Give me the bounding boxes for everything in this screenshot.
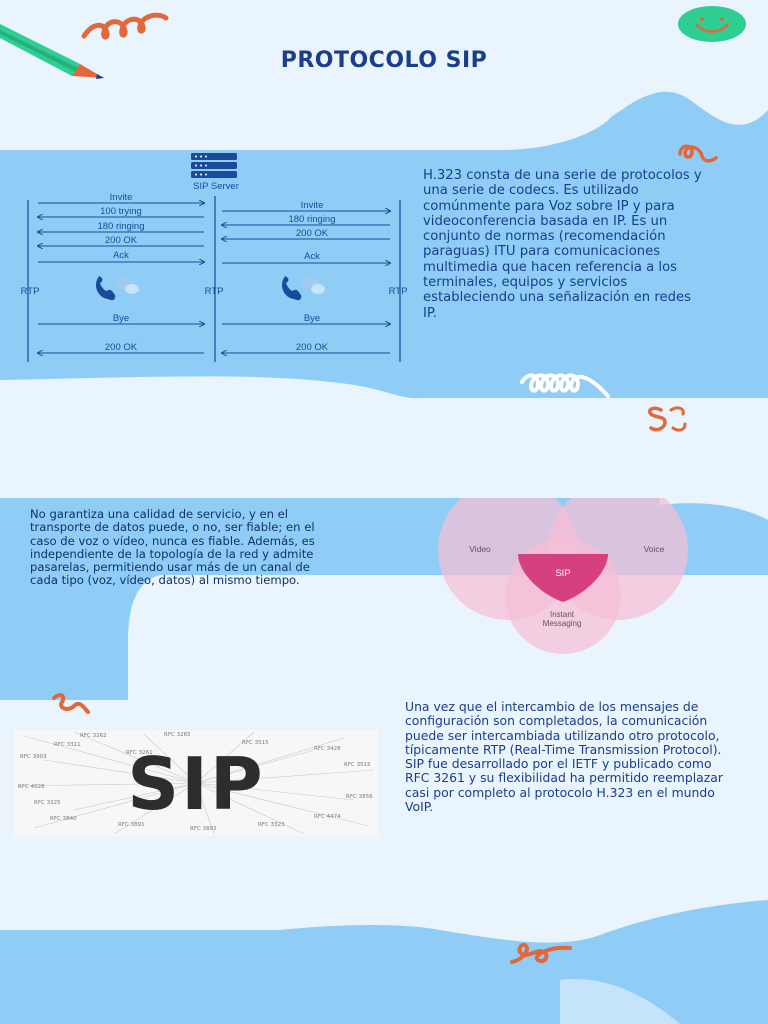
squiggle-decoration xyxy=(510,943,572,964)
venn-im-label-2: Messaging xyxy=(543,619,582,628)
phone-icon xyxy=(282,276,325,301)
msg-200-ok-left: 200 OK xyxy=(105,235,138,246)
msg-invite-left: Invite xyxy=(110,192,133,203)
squiggle-decoration xyxy=(678,144,718,163)
msg-100-trying: 100 trying xyxy=(100,206,142,217)
rfc-label: RFC 3428 xyxy=(314,746,341,752)
msg-200-ok-bye-left: 200 OK xyxy=(105,342,138,353)
msg-ack-left: Ack xyxy=(113,250,129,261)
venn-video-label: Video xyxy=(469,544,491,554)
msg-bye-left: Bye xyxy=(113,313,129,324)
rtp-label-center: RTP xyxy=(205,286,224,297)
rfc-label: RFC 3262 xyxy=(80,733,107,739)
pencil-icon xyxy=(0,24,104,79)
rfc-label: RFC 3515 xyxy=(242,740,269,746)
sip-venn-diagram: Video Voice Instant Messaging SIP xyxy=(438,498,688,654)
rfc-label: RFC 4474 xyxy=(314,814,341,820)
msg-180-ringing-left: 180 ringing xyxy=(97,221,144,232)
sip-server-label: SIP Server xyxy=(193,181,239,192)
squiggle-decoration xyxy=(52,693,90,714)
msg-ack-right: Ack xyxy=(304,251,320,262)
paragraph-h323: H.323 consta de una serie de protocolos … xyxy=(423,168,702,321)
rfc-label: RFC 3891 xyxy=(118,822,145,828)
sip-rfc-image: RFC 3262 RFC 3265 RFC 3311 RFC 3515 RFC … xyxy=(14,730,378,836)
sip-big-text: SIP xyxy=(127,742,265,826)
venn-sip-label: SIP xyxy=(555,568,570,579)
rfc-label: RFC 3840 xyxy=(50,816,77,822)
sip-server-icon xyxy=(191,153,237,178)
rfc-label: RFC 3311 xyxy=(54,742,81,748)
msg-200-ok-right: 200 OK xyxy=(296,228,329,239)
paragraph-qos: No garantiza una calidad de servicio, y … xyxy=(30,507,315,588)
page-title: PROTOCOLO SIP xyxy=(280,48,488,73)
venn-im-label-1: Instant xyxy=(550,610,575,619)
rfc-label: RFC 3261 xyxy=(126,750,153,756)
smiley-icon xyxy=(678,6,746,42)
rtp-label-left: RTP xyxy=(21,286,40,297)
rfc-label: RFC 3265 xyxy=(164,732,191,738)
rfc-label: RFC 3325 xyxy=(34,800,61,806)
msg-invite-right: Invite xyxy=(301,200,324,211)
msg-bye-right: Bye xyxy=(304,313,320,324)
rfc-lines xyxy=(17,731,375,835)
rtp-label-right: RTP xyxy=(389,286,408,297)
squiggle-decoration xyxy=(648,406,687,432)
rfc-label: RFC 4028 xyxy=(18,784,45,790)
sip-call-flow-diagram: SIP Server Invite 100 trying 180 ringing… xyxy=(21,153,408,362)
rfc-label: RFC 3515 xyxy=(344,762,371,768)
venn-voice-label: Voice xyxy=(644,544,665,554)
msg-180-ringing-right: 180 ringing xyxy=(288,214,335,225)
rfc-label: RFC 3856 xyxy=(346,794,373,800)
rfc-label: RFC 3892 xyxy=(190,826,217,832)
msg-200-ok-bye-right: 200 OK xyxy=(296,342,329,353)
rfc-label: RFC 3323 xyxy=(258,822,285,828)
paragraph-rtp: Una vez que el intercambio de los mensaj… xyxy=(405,699,723,815)
rfc-label: RFC 3903 xyxy=(20,754,47,760)
phone-icon xyxy=(96,276,139,301)
curl-decoration xyxy=(520,373,610,398)
squiggle-decoration xyxy=(81,12,169,40)
